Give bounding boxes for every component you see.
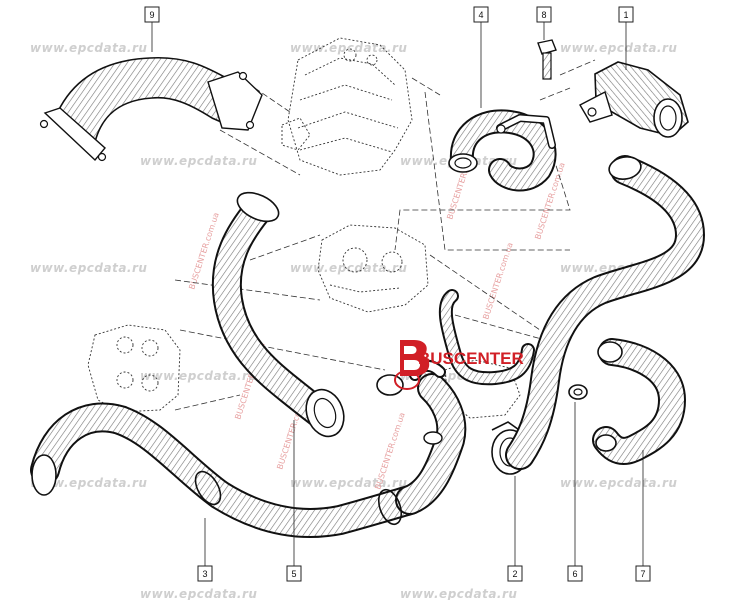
- watermark-1: www.epcdata.ru: [30, 41, 147, 55]
- svg-text:3: 3: [202, 569, 207, 579]
- watermark-12: www.epcdata.ru: [290, 476, 407, 490]
- ghost-pump: [317, 224, 429, 313]
- svg-text:4: 4: [478, 10, 483, 20]
- callout-1[interactable]: 1: [618, 6, 634, 23]
- svg-text:2: 2: [512, 569, 517, 579]
- part-8-bolt[interactable]: [537, 39, 557, 80]
- part-3-hose[interactable]: [30, 373, 467, 538]
- watermark-4: www.epcdata.ru: [140, 154, 257, 168]
- callout-6[interactable]: 6: [567, 565, 583, 582]
- part-1-water-outlet[interactable]: [579, 61, 689, 138]
- watermark-9: www.epcdata.ru: [140, 369, 257, 383]
- dashed-guides: [174, 59, 596, 411]
- watermark-14: www.epcdata.ru: [140, 587, 257, 600]
- ghost-intake-manifold: [281, 37, 413, 176]
- callout-4[interactable]: 4: [473, 6, 489, 23]
- leader-lines: [151, 22, 644, 566]
- part-4-bypass-hose[interactable]: [448, 109, 557, 192]
- part-6-clamp[interactable]: [568, 384, 588, 400]
- svg-text:9: 9: [149, 10, 154, 20]
- watermark-7: www.epcdata.ru: [290, 261, 407, 275]
- watermark-15: www.epcdata.ru: [400, 587, 517, 600]
- watermark-2: www.epcdata.ru: [290, 41, 407, 55]
- svg-text:7: 7: [640, 569, 645, 579]
- buscenter-logo: BUSCENTER: [400, 340, 524, 376]
- svg-text:5: 5: [291, 569, 296, 579]
- part-9-air-duct[interactable]: [39, 56, 263, 162]
- callout-3[interactable]: 3: [197, 565, 213, 582]
- callout-9[interactable]: 9: [144, 6, 160, 23]
- part-7-hose[interactable]: [505, 154, 705, 470]
- watermark-13: www.epcdata.ru: [560, 476, 677, 490]
- side-watermark-5: BUSCENTER.com.ua: [481, 241, 514, 320]
- callout-5[interactable]: 5: [286, 565, 302, 582]
- ghost-components: [87, 37, 521, 419]
- logo-text: BUSCENTER: [418, 349, 524, 368]
- watermark-3: www.epcdata.ru: [560, 41, 677, 55]
- watermark-6: www.epcdata.ru: [30, 261, 147, 275]
- part-5-hose[interactable]: [211, 187, 350, 442]
- ghost-housing: [87, 324, 181, 413]
- callout-2[interactable]: 2: [507, 565, 523, 582]
- watermark-11: www.epcdata.ru: [30, 476, 147, 490]
- svg-text:8: 8: [541, 10, 546, 20]
- svg-text:1: 1: [623, 10, 628, 20]
- callout-8[interactable]: 8: [536, 6, 552, 23]
- svg-text:6: 6: [572, 569, 577, 579]
- callout-7[interactable]: 7: [635, 565, 651, 582]
